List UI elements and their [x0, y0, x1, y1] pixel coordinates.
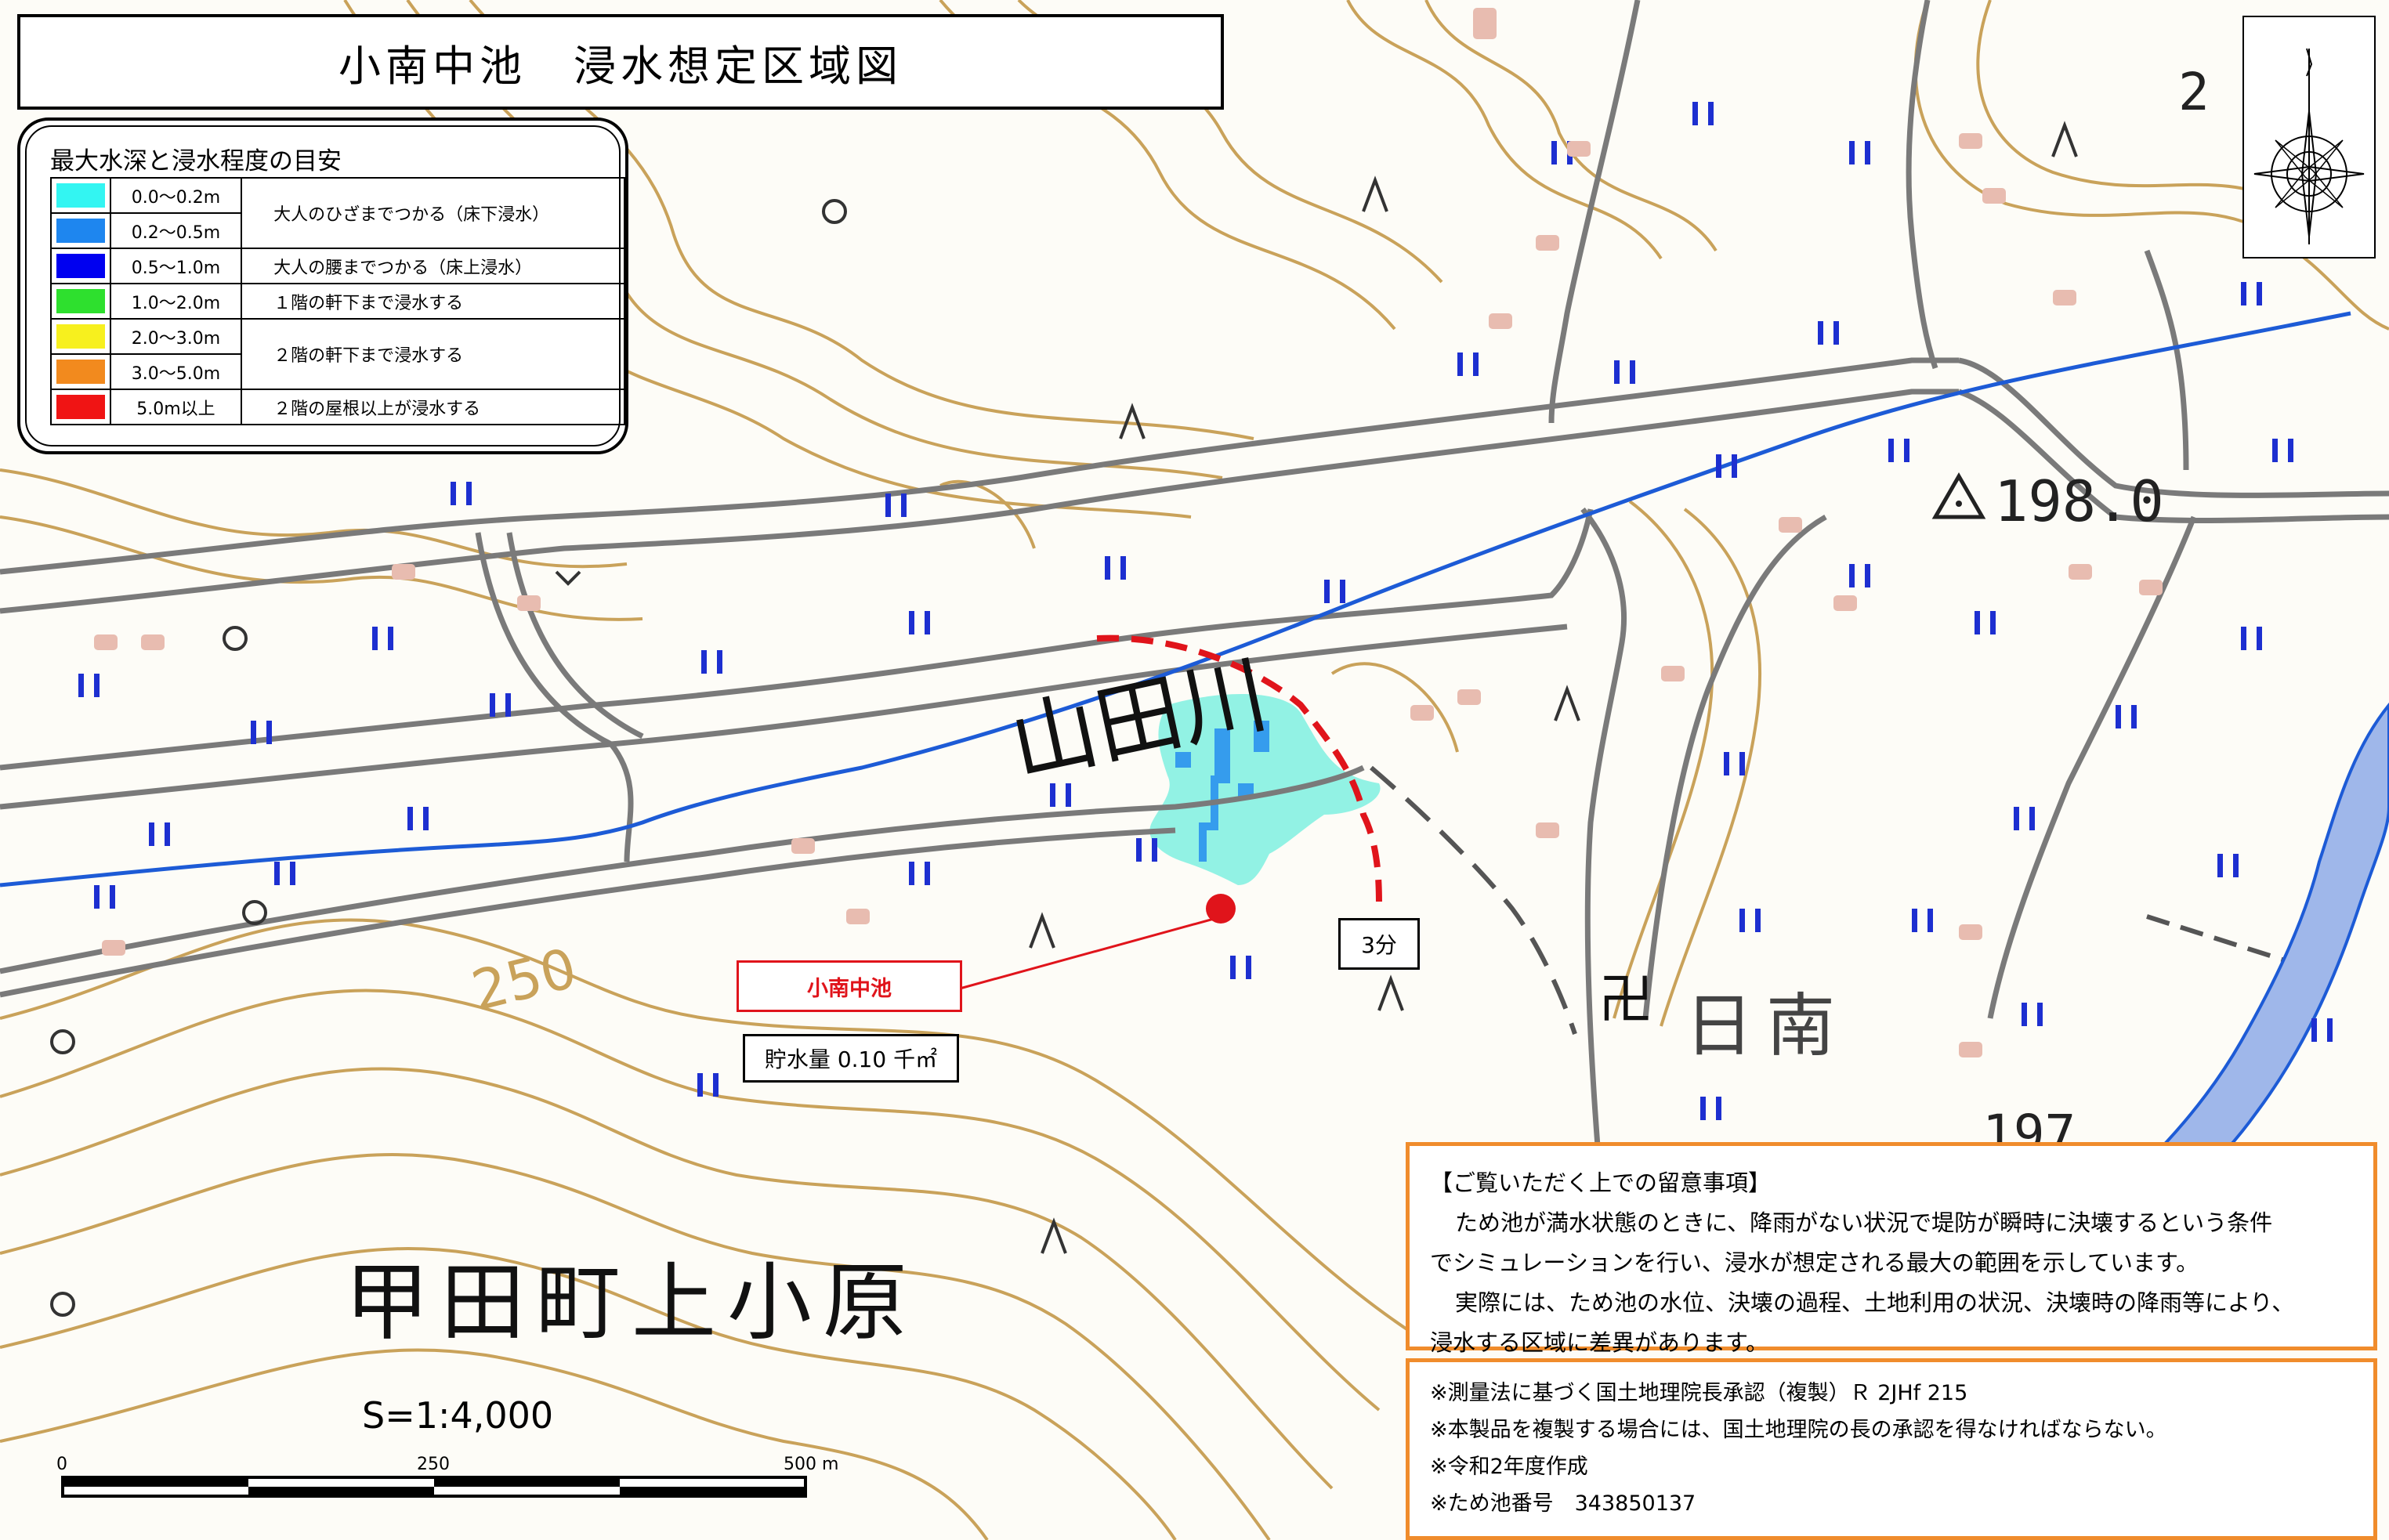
- page-title: 小南中池 浸水想定区域図: [338, 41, 903, 91]
- legend-range: 1.0～2.0m: [109, 283, 243, 320]
- notice-heading: 【ご覧いただく上での留意事項】: [1430, 1169, 1772, 1196]
- legend-range: 0.2～0.5m: [109, 212, 243, 249]
- legend-range: 0.0～0.2m: [109, 177, 243, 214]
- scale-tick-250: 250: [417, 1455, 450, 1474]
- scale-tick-0: 0: [56, 1455, 67, 1474]
- compass-icon: [2253, 48, 2365, 244]
- temple-symbol: 卍: [1598, 967, 1653, 1032]
- credit-line: ※測量法に基づく国土地理院長承認（複製）Ｒ 2JHf 215: [1430, 1381, 1968, 1405]
- legend-row: 3.0～5.0m: [50, 353, 624, 390]
- storage-label: 貯水量 0.10 千㎡: [743, 1034, 959, 1083]
- legend-swatch-3: [56, 289, 105, 313]
- pond-name: 小南中池: [807, 976, 892, 1001]
- paddy-symbols: [78, 102, 2333, 1120]
- legend-swatch-1: [56, 219, 105, 243]
- roads: [0, 0, 2389, 1332]
- triangulation-point: [1931, 472, 1986, 519]
- notice-line: でシミュレーションを行い、浸水が想定される最大の範囲を示しています。: [1430, 1249, 2199, 1276]
- dam-break-line: [1096, 634, 1382, 909]
- arrival-time: 3分: [1361, 932, 1397, 958]
- credit-line: ※ため池番号 343850137: [1430, 1491, 1696, 1516]
- legend-range: 5.0m以上: [109, 389, 243, 425]
- district-label-south: 甲田町上小原: [345, 1254, 918, 1352]
- legend-description: 大人のひざまでつかる（床下浸水）: [241, 177, 625, 249]
- legend-swatch-0: [56, 183, 105, 208]
- dashed-trail: [1370, 765, 1577, 1035]
- legend-swatch-5: [56, 360, 105, 384]
- notice-box: 【ご覧いただく上での留意事項】 ため池が満水状態のときに、降雨がない状況で堤防が…: [1406, 1142, 2377, 1356]
- pond-name-label[interactable]: 小南中池: [737, 960, 962, 1012]
- legend-table: 0.0～0.2m 大人のひざまでつかる（床下浸水） 0.2～0.5m 0.5～1…: [50, 177, 625, 425]
- depth-legend: 最大水深と浸水程度の目安 0.0～0.2m 大人のひざまでつかる（床下浸水） 0…: [17, 117, 628, 454]
- legend-range: 3.0～5.0m: [109, 353, 243, 390]
- scale-ratio: S=1:4,000: [362, 1394, 554, 1437]
- credit-line: ※令和2年度作成: [1430, 1455, 1588, 1479]
- credits-box: ※測量法に基づく国土地理院長承認（複製）Ｒ 2JHf 215 ※本製品を複製する…: [1406, 1358, 2377, 1540]
- elevation-label-198: 198.0: [1994, 468, 2164, 534]
- north-arrow: [2242, 16, 2376, 258]
- notice-line: ため池が満水状態のときに、降雨がない状況で堤防が瞬時に決壊するという条件: [1455, 1209, 2273, 1236]
- notice-line: 浸水する区域に差異があります。: [1430, 1329, 1769, 1356]
- arrival-time-label: 3分: [1338, 918, 1420, 970]
- district-label-east: 日南: [1685, 985, 1848, 1066]
- scale-tick-500: 500 m: [784, 1455, 838, 1474]
- legend-row: 0.2～0.5m: [50, 212, 624, 249]
- elevation-label-2: 2: [2178, 62, 2210, 122]
- pond-leader-line: [959, 915, 1223, 990]
- legend-description: 大人の腰までつかる（床上浸水）: [241, 248, 625, 284]
- legend-description: １階の軒下まで浸水する: [241, 283, 625, 320]
- legend-swatch-2: [56, 254, 105, 278]
- inundation-area: [1149, 694, 1381, 885]
- yamada-river: [0, 311, 2351, 887]
- legend-range: 2.0～3.0m: [109, 318, 243, 355]
- legend-heading: 最大水深と浸水程度の目安: [50, 147, 342, 175]
- legend-row: 2.0～3.0m ２階の軒下まで浸水する: [50, 318, 625, 390]
- legend-swatch-4: [56, 324, 105, 349]
- legend-description: ２階の屋根以上が浸水する: [241, 389, 625, 425]
- buildings: [94, 8, 2163, 1057]
- legend-swatch-6: [56, 395, 105, 419]
- legend-description: ２階の軒下まで浸水する: [241, 318, 625, 390]
- title-box: 小南中池 浸水想定区域図: [17, 14, 1224, 110]
- legend-row: 0.0～0.2m 大人のひざまでつかる（床下浸水）: [50, 177, 625, 249]
- legend-range: 0.5～1.0m: [109, 248, 243, 284]
- scale-bar: [61, 1476, 807, 1498]
- pond-marker[interactable]: [1206, 894, 1236, 924]
- notice-line: 実際には、ため池の水位、決壊の過程、土地利用の状況、決壊時の降雨等により、: [1455, 1289, 2295, 1316]
- legend-row: 1.0～2.0m １階の軒下まで浸水する: [50, 283, 625, 320]
- legend-row: 0.5～1.0m 大人の腰までつかる（床上浸水）: [50, 248, 625, 284]
- credit-line: ※本製品を複製する場合には、国土地理院の長の承認を得なければならない。: [1430, 1418, 2167, 1442]
- land-symbols: [50, 121, 2078, 1317]
- legend-row: 5.0m以上 ２階の屋根以上が浸水する: [50, 389, 625, 425]
- storage-volume: 貯水量 0.10 千㎡: [764, 1047, 938, 1072]
